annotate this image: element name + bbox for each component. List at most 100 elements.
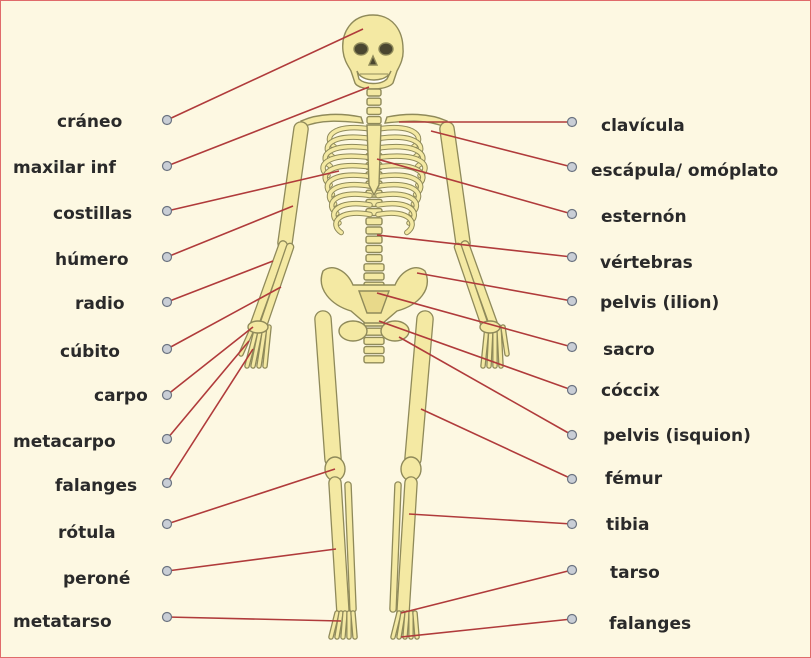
vertebra (364, 264, 384, 271)
humerus-right (447, 129, 463, 243)
label-escapula: escápula/ omóplato (591, 161, 778, 181)
label-tarso: tarso (610, 563, 660, 583)
label-coccix: cóccix (601, 381, 660, 401)
skeleton-bones (241, 15, 507, 637)
tibia-right (403, 483, 411, 613)
dot-escapula (568, 163, 577, 172)
dot-costillas (163, 207, 172, 216)
leader-line-craneo (167, 29, 363, 120)
dot-pelvis-ilion (568, 297, 577, 306)
vertebra (366, 227, 382, 234)
vertebra (364, 273, 384, 280)
leader-line-pelvis-ilion (417, 273, 572, 301)
leader-line-metatarso (167, 617, 341, 621)
fibula-left (348, 485, 353, 609)
eye-socket-left (354, 43, 368, 55)
dot-metatarso (163, 613, 172, 622)
skull-cranium (343, 15, 403, 89)
ischium-left (339, 321, 367, 341)
leader-line-humero (167, 206, 293, 257)
dot-cubito (163, 345, 172, 354)
toe-right (399, 613, 403, 637)
dot-tibia (568, 520, 577, 529)
dot-craneo (163, 116, 172, 125)
label-femur: fémur (605, 469, 662, 489)
fibula-right (393, 485, 398, 609)
toe-right (405, 613, 407, 637)
label-costillas: costillas (53, 204, 132, 224)
finger-right (503, 327, 507, 354)
dot-falanges-mano (163, 479, 172, 488)
label-pelvis-ilion: pelvis (ilion) (600, 293, 719, 313)
dot-metacarpo (163, 435, 172, 444)
dot-perone (163, 567, 172, 576)
vertebra (364, 337, 384, 344)
label-clavicula: clavícula (601, 116, 685, 136)
finger-left (265, 327, 269, 366)
dot-falanges-pie (568, 615, 577, 624)
leader-line-maxilar-inf (167, 87, 369, 166)
leader-line-falanges-mano (167, 349, 253, 483)
label-falanges-pie: falanges (609, 614, 691, 634)
label-tibia: tibia (606, 515, 649, 535)
label-esternon: esternón (601, 207, 687, 227)
vertebra (366, 255, 382, 262)
dot-coccix (568, 386, 577, 395)
leader-line-carpo (167, 327, 253, 395)
vertebra (367, 89, 381, 96)
dot-esternon (568, 210, 577, 219)
dot-rotula (163, 520, 172, 529)
label-radio: radio (75, 294, 125, 314)
label-falanges-mano: falanges (55, 476, 137, 496)
dot-tarso (568, 566, 577, 575)
leader-line-radio (167, 261, 273, 302)
vertebra (367, 117, 381, 124)
toe-right (415, 613, 417, 637)
label-sacro: sacro (603, 340, 655, 360)
vertebra (364, 347, 384, 354)
label-perone: peroné (63, 569, 130, 589)
dot-clavicula (568, 118, 577, 127)
tibia-left (335, 483, 343, 613)
label-pelvis-isquion: pelvis (isquion) (603, 426, 751, 446)
dot-vertebras (568, 253, 577, 262)
eye-socket-right (379, 43, 393, 55)
leader-line-femur (421, 409, 572, 479)
label-cubito: cúbito (60, 342, 120, 362)
carpal-left (248, 321, 268, 333)
vertebra (366, 245, 382, 252)
leader-line-rotula (167, 469, 335, 524)
femur-left (323, 319, 333, 459)
dot-femur (568, 475, 577, 484)
vertebra (364, 356, 384, 363)
dot-radio (163, 298, 172, 307)
vertebra (367, 98, 381, 105)
label-metacarpo: metacarpo (13, 432, 116, 452)
vertebra (366, 236, 382, 243)
humerus-left (285, 129, 301, 243)
dot-pelvis-isquion (568, 431, 577, 440)
leader-line-perone (167, 549, 336, 571)
vertebra (366, 218, 382, 225)
dot-maxilar-inf (163, 162, 172, 171)
dot-carpo (163, 391, 172, 400)
label-rotula: rótula (58, 523, 116, 543)
femur-right (413, 319, 425, 459)
leader-line-falanges-pie (401, 619, 572, 637)
leader-line-costillas (167, 171, 339, 211)
dot-sacro (568, 343, 577, 352)
label-maxilar-inf: maxilar inf (13, 158, 116, 178)
toe-left (353, 613, 355, 637)
finger-right (499, 327, 501, 366)
vertebra (367, 107, 381, 114)
label-vertebras: vértebras (600, 253, 693, 273)
dot-humero (163, 253, 172, 262)
label-carpo: carpo (94, 386, 148, 406)
toe-left (343, 613, 345, 637)
label-craneo: cráneo (57, 112, 122, 132)
toe-left (337, 613, 341, 637)
label-humero: húmero (55, 250, 129, 270)
label-metatarso: metatarso (13, 612, 112, 632)
